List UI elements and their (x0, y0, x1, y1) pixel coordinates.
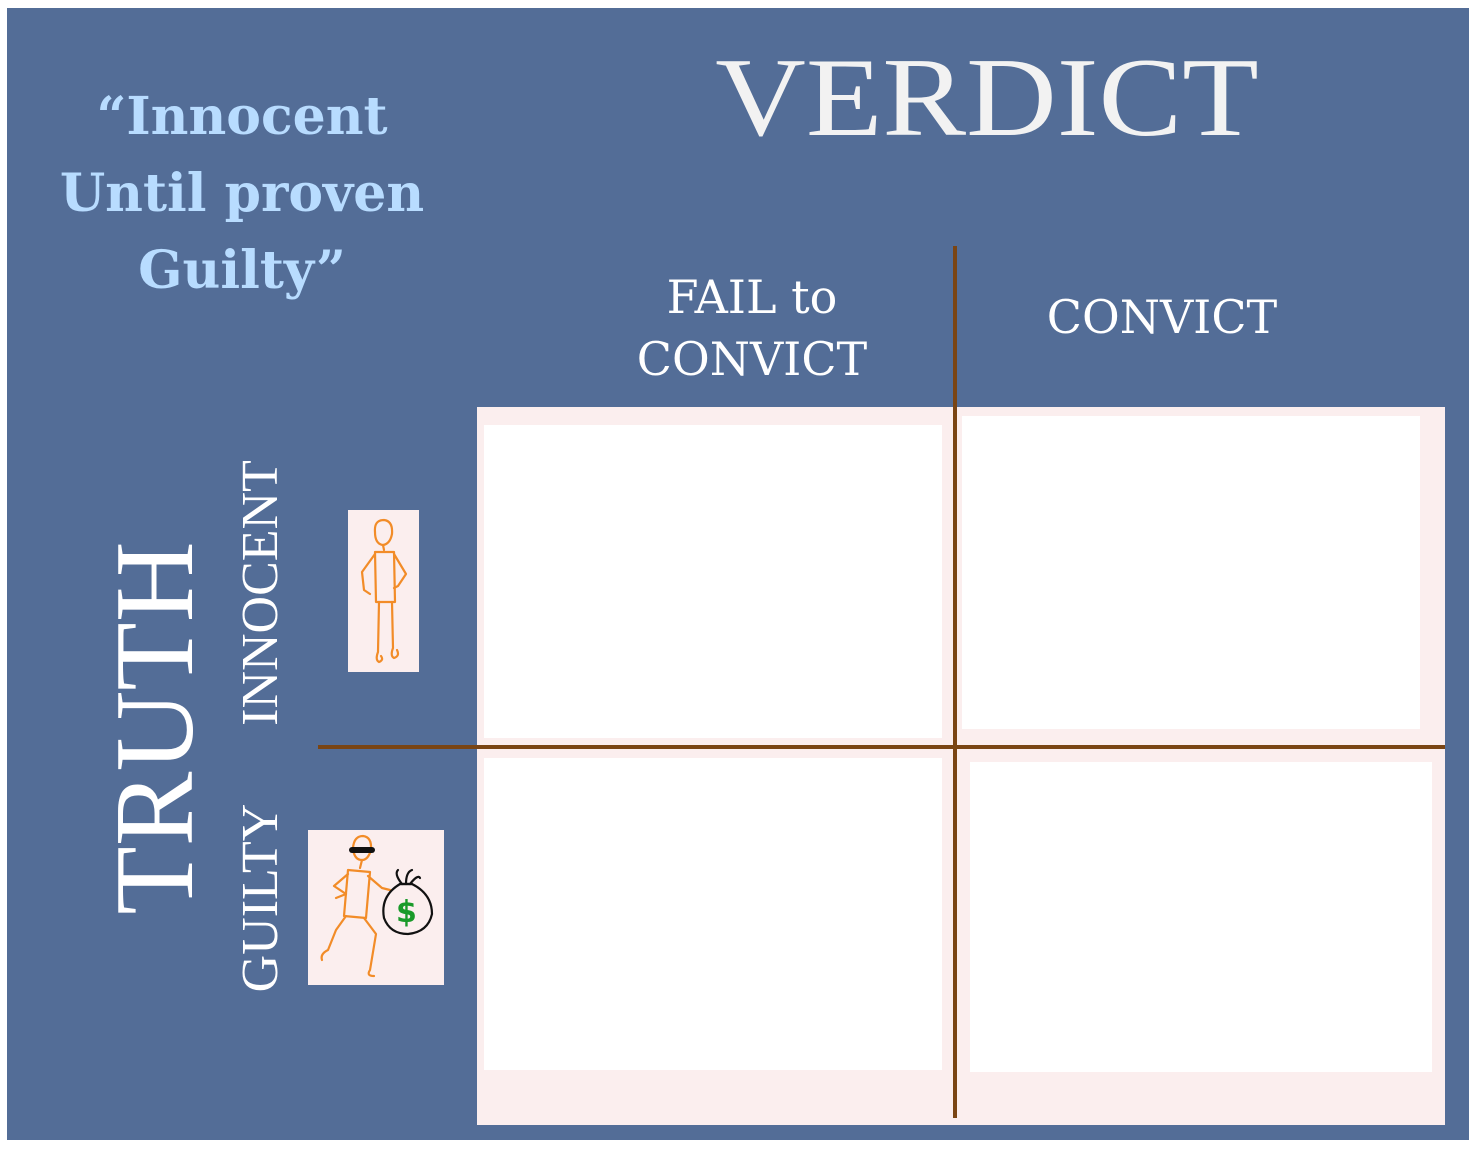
truth-axis-label: TRUTH (93, 541, 217, 915)
quote-line-1: “Innocent (96, 86, 388, 147)
row-label-guilty: GUILTY (232, 803, 289, 993)
column-label-fail-to-convict: FAIL to CONVICT (567, 266, 937, 390)
quote-line-3: Guilty” (138, 240, 346, 301)
row-label-innocent: INNOCENT (232, 460, 289, 726)
column-label-convict: CONVICT (1046, 290, 1278, 344)
guilty-figure-image: $ (308, 830, 444, 985)
cell-innocent-convict (962, 416, 1420, 729)
horizontal-divider-line (318, 745, 1445, 749)
column-label-fail-line-2: CONVICT (636, 332, 868, 386)
quote-text: “Innocent Until proven Guilty” (47, 78, 437, 309)
innocent-figure-image (348, 510, 419, 672)
column-label-fail-line-1: FAIL to (666, 270, 838, 324)
cell-innocent-fail-to-convict (484, 425, 942, 738)
money-symbol: $ (396, 895, 417, 930)
cell-guilty-fail-to-convict (484, 758, 942, 1070)
quote-line-2: Until proven (59, 163, 425, 224)
verdict-title: VERDICT (715, 36, 1259, 160)
cell-guilty-convict (970, 762, 1432, 1072)
stick-figure-standing-icon (360, 518, 408, 664)
vertical-divider-line (953, 246, 957, 1118)
stick-figure-running-with-money-bag-icon: $ (320, 834, 434, 978)
